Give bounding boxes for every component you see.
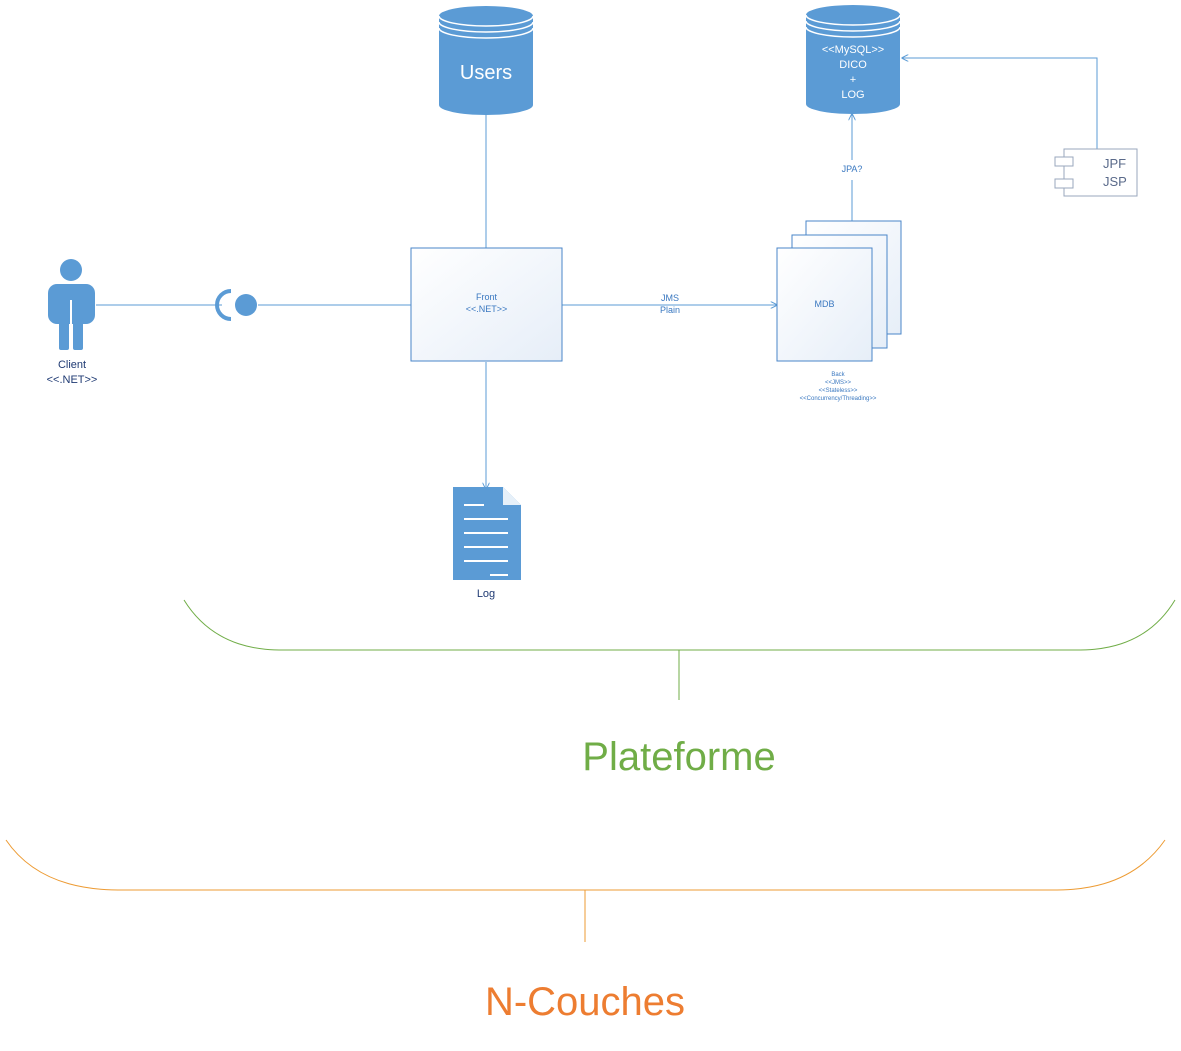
- back-line1: Back: [831, 372, 845, 378]
- mysql-db-line2: DICO: [839, 58, 867, 71]
- mysql-db-label: <<MySQL>> DICO + LOG: [806, 43, 900, 102]
- jpf-line1: JPF: [1103, 156, 1127, 171]
- jpf-component-label: JPF JSP: [1103, 155, 1143, 190]
- client-actor-icon: [48, 259, 95, 350]
- mdb-label: MDB: [814, 299, 835, 309]
- back-line4: <<Concurrency/Threading>>: [799, 396, 877, 403]
- jms-edge-label: JMS Plain: [640, 292, 700, 316]
- jpa-edge-label: JPA?: [827, 163, 877, 176]
- front-line2: <<.NET>>: [465, 304, 508, 315]
- front-line1: Front: [475, 292, 497, 302]
- plateforme-brace: [183, 599, 1176, 700]
- jms-line2: Plain: [659, 305, 680, 316]
- plateforme-label: Plateforme: [582, 735, 776, 779]
- mysql-db-line4: LOG: [841, 88, 865, 101]
- mysql-database-icon: [805, 5, 901, 114]
- log-document-icon: [453, 487, 521, 580]
- ncouches-label: N-Couches: [484, 980, 686, 1024]
- mdb-stack: [776, 220, 902, 362]
- log-label: Log: [476, 588, 496, 600]
- interface-socket-icon: [215, 289, 257, 321]
- users-database-icon: [438, 6, 534, 115]
- users-db-label: Users: [459, 62, 513, 84]
- uml-component-icon: [1054, 148, 1138, 197]
- client-label: Client <<.NET>>: [32, 358, 112, 388]
- client-line2: <<.NET>>: [46, 373, 98, 386]
- ncouches-brace: [5, 839, 1166, 942]
- connectors: [96, 58, 1098, 489]
- mysql-db-line1: <<MySQL>>: [821, 44, 885, 56]
- jpf-line2: JSP: [1103, 173, 1127, 189]
- back-line2: <<JMS>>: [824, 380, 851, 387]
- jpf-to-mysql-arrow: [902, 58, 1098, 149]
- back-label: Back <<JMS>> <<Stateless>> <<Concurrency…: [768, 371, 908, 403]
- back-line3: <<Stateless>>: [818, 388, 858, 395]
- front-box: [410, 247, 563, 362]
- front-label: Front <<.NET>>: [411, 291, 562, 315]
- mysql-db-line3: +: [849, 73, 857, 86]
- client-line1: Client: [57, 359, 87, 371]
- jms-line1: JMS: [661, 293, 679, 303]
